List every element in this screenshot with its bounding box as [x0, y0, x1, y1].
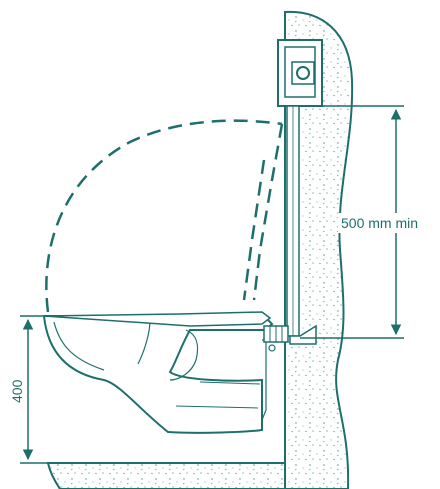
dimension-height-500: 500 mm min — [300, 105, 438, 339]
flush-cistern-box — [277, 39, 323, 107]
floor — [46, 462, 286, 489]
flush-pipe — [286, 105, 317, 345]
toilet-bowl — [42, 315, 274, 434]
flush-button-icon — [296, 66, 310, 80]
toilet-seat — [43, 311, 272, 327]
dimension-seat-400: 400 — [9, 315, 48, 464]
dimension-seat-label: 400 — [9, 379, 25, 403]
waste-connection — [263, 325, 289, 352]
toilet-lid-open — [45, 119, 284, 313]
dimension-height-label: 500 mm min — [341, 215, 418, 231]
wall — [284, 10, 354, 489]
